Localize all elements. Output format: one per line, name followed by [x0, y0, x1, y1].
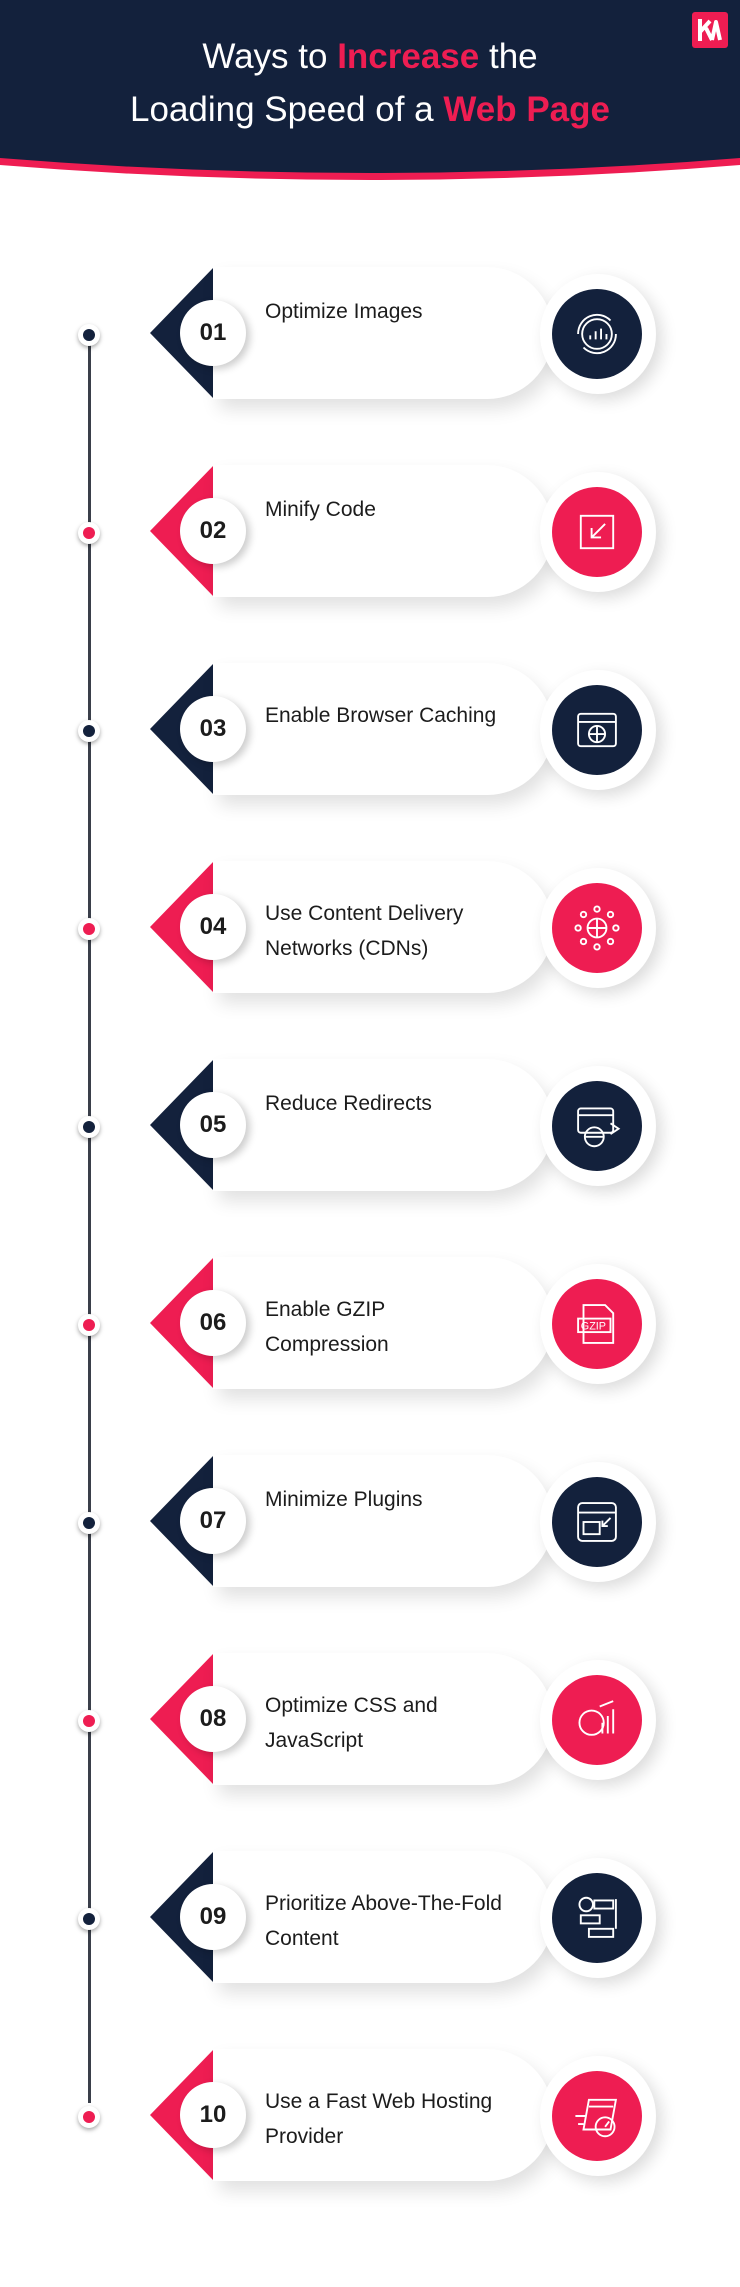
step-card: [213, 465, 553, 597]
step-label: Use Content Delivery Networks (CDNs): [265, 902, 464, 960]
step-number: 08: [180, 1686, 246, 1752]
header: Ways to Increase the Loading Speed of a …: [0, 0, 740, 180]
step-number: 01: [180, 300, 246, 366]
timeline-dot: [78, 720, 100, 742]
list-item: 04 Use Content Delivery Networks (CDNs): [0, 856, 740, 996]
timeline-line: [88, 333, 91, 2103]
timeline-dot: [78, 522, 100, 544]
priority-list-icon: [552, 1873, 642, 1963]
title-highlight: Web Page: [443, 90, 610, 129]
gear-bars-icon: [552, 1675, 642, 1765]
redirect-globe-icon: [552, 1081, 642, 1171]
gzip-file-icon: GZIP: [552, 1279, 642, 1369]
header-background: [0, 0, 740, 180]
timeline-dot: [78, 1908, 100, 1930]
title-text: Ways to: [202, 37, 338, 76]
gear-chart-icon: [552, 289, 642, 379]
step-number: 09: [180, 1884, 246, 1950]
step-card: [213, 1653, 553, 1785]
step-number: 03: [180, 696, 246, 762]
step-card: [213, 1059, 553, 1191]
step-card: [213, 1455, 553, 1587]
step-number: 05: [180, 1092, 246, 1158]
step-card: [213, 1257, 553, 1389]
list-item: 06 Enable GZIP Compression GZIP: [0, 1252, 740, 1392]
svg-text:GZIP: GZIP: [581, 1320, 606, 1332]
page-title: Ways to Increase the Loading Speed of a …: [0, 30, 740, 136]
title-text: Loading Speed of a: [130, 90, 444, 129]
step-number: 07: [180, 1488, 246, 1554]
step-label: Optimize CSS and JavaScript: [265, 1694, 438, 1752]
step-number: 06: [180, 1290, 246, 1356]
browser-globe-icon: [552, 685, 642, 775]
list-item: 09 Prioritize Above-The-Fold Content: [0, 1846, 740, 1986]
list-item: 08 Optimize CSS and JavaScript: [0, 1648, 740, 1788]
step-label: Enable Browser Caching: [265, 704, 497, 727]
minimize-arrow-icon: [552, 487, 642, 577]
step-label: Reduce Redirects: [265, 1092, 432, 1115]
step-card: [213, 861, 553, 993]
plugin-window-icon: [552, 1477, 642, 1567]
timeline-dot: [78, 1710, 100, 1732]
list-item: 10 Use a Fast Web Hosting Provider: [0, 2044, 740, 2184]
brand-logo: [692, 12, 728, 48]
step-card: [213, 1851, 553, 1983]
list-item: 03 Enable Browser Caching: [0, 658, 740, 798]
step-label: Minimize Plugins: [265, 1488, 423, 1511]
timeline-dot: [78, 1314, 100, 1336]
step-number: 04: [180, 894, 246, 960]
timeline-dot: [78, 1116, 100, 1138]
list-item: 01 Optimize Images: [0, 262, 740, 402]
network-globe-icon: [552, 883, 642, 973]
timeline-dot: [78, 1512, 100, 1534]
step-card: [213, 2049, 553, 2181]
list-item: 07 Minimize Plugins: [0, 1450, 740, 1590]
step-label: Minify Code: [265, 498, 376, 521]
step-label: Enable GZIP Compression: [265, 1298, 389, 1356]
step-number: 10: [180, 2082, 246, 2148]
timeline-dot: [78, 918, 100, 940]
list-item: 02 Minify Code: [0, 460, 740, 600]
step-label: Optimize Images: [265, 300, 423, 323]
title-highlight: Increase: [337, 37, 480, 76]
step-label: Use a Fast Web Hosting Provider: [265, 2090, 493, 2148]
speed-server-icon: [552, 2071, 642, 2161]
timeline-dot: [78, 2106, 100, 2128]
step-card: [213, 267, 553, 399]
title-text: the: [479, 37, 538, 76]
step-card: [213, 663, 553, 795]
step-label: Prioritize Above-The-Fold Content: [265, 1892, 502, 1950]
list-item: 05 Reduce Redirects: [0, 1054, 740, 1194]
step-number: 02: [180, 498, 246, 564]
timeline-dot: [78, 324, 100, 346]
